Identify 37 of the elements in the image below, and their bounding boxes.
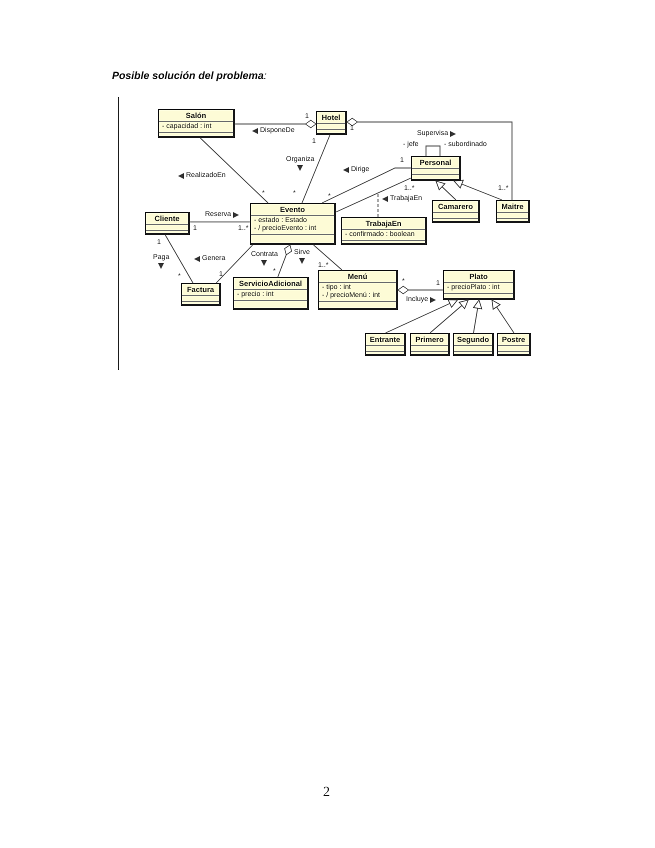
page-title: Posible solución del problema: — [112, 70, 267, 82]
association-line — [164, 234, 194, 284]
class-box — [341, 217, 427, 245]
class-box — [316, 111, 347, 135]
generalization-arrow — [385, 299, 458, 334]
class-box — [497, 333, 531, 356]
class-box — [158, 109, 235, 138]
class-box — [181, 283, 221, 306]
generalization-arrow — [473, 300, 482, 334]
generalization-arrow — [454, 180, 503, 200]
class-box — [410, 333, 450, 356]
association-line — [190, 221, 250, 222]
class-box — [145, 212, 190, 235]
aggregation-line — [277, 244, 292, 278]
class-box — [443, 270, 515, 300]
association-line — [322, 168, 412, 204]
generalization-arrow — [436, 180, 456, 200]
association-line — [216, 244, 254, 284]
class-box — [233, 277, 309, 310]
association-line — [336, 178, 412, 212]
aggregation-line — [234, 120, 316, 128]
class-box — [250, 203, 336, 245]
generalization-arrow — [430, 300, 469, 334]
association-line — [313, 244, 342, 270]
association-line — [426, 146, 440, 156]
class-box — [496, 200, 530, 223]
class-box — [432, 200, 480, 223]
aggregation-line — [346, 118, 512, 200]
class-box — [365, 333, 406, 356]
class-box — [411, 156, 461, 181]
aggregation-line — [398, 286, 444, 294]
association-line — [302, 134, 330, 204]
generalization-arrow — [492, 300, 514, 334]
class-box — [318, 270, 398, 310]
page-number: 2 — [323, 785, 330, 801]
association-line — [200, 138, 269, 204]
class-box — [453, 333, 494, 356]
